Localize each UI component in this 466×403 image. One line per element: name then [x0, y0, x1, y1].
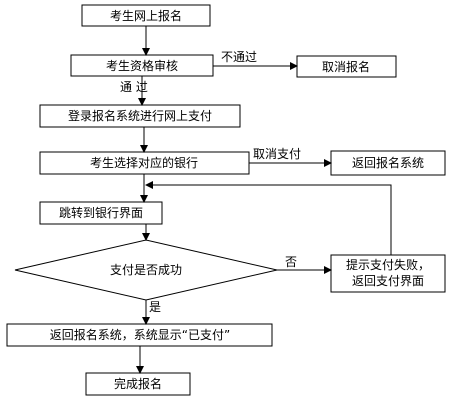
node-login-pay-label: 登录报名系统进行网上支付 — [68, 108, 212, 123]
node-choose-bank-label: 考生选择对应的银行 — [90, 155, 198, 170]
node-cancel-registration-label: 取消报名 — [322, 59, 370, 74]
node-choose-bank: 考生选择对应的银行 — [39, 151, 250, 175]
edge-label-not-pass: 不通过 — [221, 50, 257, 64]
node-return-system-label: 返回报名系统 — [352, 155, 424, 170]
node-jump-bank: 跳转到银行界面 — [39, 201, 163, 225]
node-return-paid: 返回报名系统，系统显示“已支付” — [6, 323, 273, 347]
node-complete: 完成报名 — [85, 372, 191, 396]
node-payment-success-label: 支付是否成功 — [110, 263, 182, 277]
node-qualification-review: 考生资格审核 — [70, 54, 214, 77]
node-login-pay: 登录报名系统进行网上支付 — [39, 104, 241, 128]
edge-label-yes: 是 — [149, 300, 161, 314]
node-complete-label: 完成报名 — [114, 376, 162, 391]
node-qualification-review-label: 考生资格审核 — [106, 58, 178, 73]
node-return-paid-label: 返回报名系统，系统显示“已支付” — [50, 327, 230, 342]
node-apply-online: 考生网上报名 — [81, 4, 211, 27]
edge-label-cancel-payment: 取消支付 — [253, 147, 301, 161]
node-payment-success-decision: 支付是否成功 — [14, 239, 278, 301]
node-payment-fail-label-line1: 提示支付失败， — [346, 257, 430, 272]
node-payment-fail-label-line2: 返回支付界面 — [352, 274, 424, 288]
node-jump-bank-label: 跳转到银行界面 — [59, 205, 143, 220]
node-payment-fail: 提示支付失败， 返回支付界面 — [330, 254, 446, 293]
edge-label-pass: 通 过 — [120, 80, 148, 94]
node-return-system: 返回报名系统 — [330, 150, 446, 176]
node-apply-online-label: 考生网上报名 — [110, 8, 182, 23]
node-cancel-registration: 取消报名 — [296, 55, 397, 78]
edge-label-no: 否 — [285, 255, 297, 269]
edge-fail-loop-back — [145, 181, 392, 255]
